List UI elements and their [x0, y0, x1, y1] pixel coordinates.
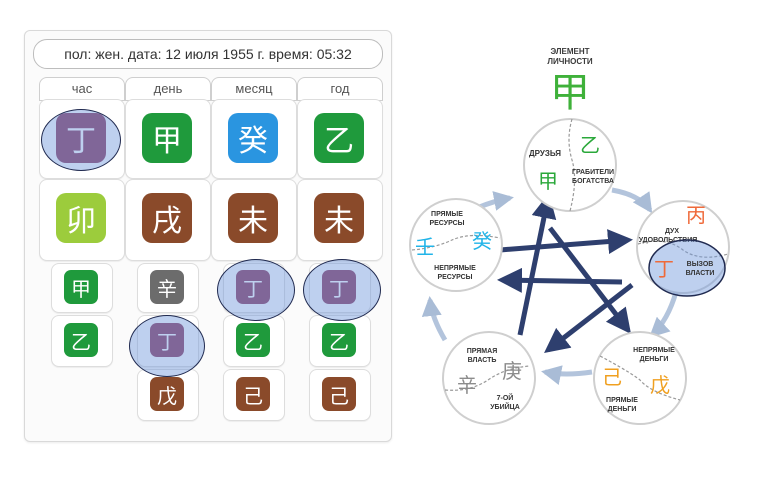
stem-cell — [125, 99, 211, 179]
hidden-stem: 乙 — [236, 323, 270, 357]
hidden-stem: 乙 — [64, 323, 98, 357]
node-label: ДУХ — [665, 228, 679, 235]
earthly-branch: 卯 — [56, 193, 106, 243]
node-char: 丙 — [686, 205, 706, 227]
node-label: БОГАТСТВА — [572, 178, 614, 185]
earthly-branch: 未 — [314, 193, 364, 243]
node-label: УБИЙЦА — [490, 402, 520, 411]
pillar-label: день — [125, 77, 211, 101]
node-label: ПРЯМЫЕ — [431, 211, 463, 218]
node-label: ДЕНЬГИ — [640, 356, 669, 363]
node-char: 乙 — [580, 135, 600, 157]
hidden-stem: 乙 — [322, 323, 356, 357]
personality-label: ЭЛЕМЕНТ — [551, 47, 590, 56]
node-label: ВЛАСТИ — [686, 270, 715, 277]
node-char: 己 — [602, 367, 622, 389]
heavenly-stem: 癸 — [228, 113, 278, 163]
earthly-branch: 未 — [228, 193, 278, 243]
pillar-label: год — [297, 77, 383, 101]
node-label: ПРЯМЫЕ — [606, 397, 638, 404]
node-char: 辛 — [457, 374, 477, 397]
hidden-stem: 己 — [236, 377, 270, 411]
element-node-metal: ПРЯМАЯ ВЛАСТЬ 辛 庚 7-ОЙ УБИЙЦА — [442, 331, 536, 425]
highlight-ring — [303, 259, 381, 321]
hidden-stem: 辛 — [150, 270, 184, 304]
hidden-stem: 甲 — [64, 270, 98, 304]
node-char: 壬 — [415, 236, 435, 259]
personality-label: ЛИЧНОСТИ — [547, 57, 592, 66]
hidden-stem: 己 — [322, 377, 356, 411]
personality-char: 甲 — [550, 71, 590, 115]
node-char: 癸 — [472, 230, 492, 253]
node-label: РЕСУРСЫ — [429, 220, 464, 227]
node-label: ГРАБИТЕЛИ — [572, 169, 614, 176]
controlling-cycle-arrows — [497, 193, 634, 354]
element-node-water: ПРЯМЫЕ РЕСУРСЫ 壬 癸 НЕПРЯМЫЕ РЕСУРСЫ — [409, 198, 503, 292]
node-label: ВЛАСТЬ — [468, 357, 497, 364]
highlight-ring — [41, 109, 121, 171]
node-label: 7-ОЙ — [497, 393, 514, 402]
four-pillars-panel: пол: жен. дата: 12 июля 1955 г. время: 0… — [24, 30, 392, 442]
node-label: ДЕНЬГИ — [608, 406, 637, 413]
element-node-fire: 丙 ДУХ УДОВОЛЬСТВИЯ 丁 ВЫЗОВ ВЛАСТИ — [636, 200, 730, 297]
earthly-branch: 戌 — [142, 193, 192, 243]
pillar-label: час — [39, 77, 125, 101]
element-node-wood: ДРУЗЬЯ 甲 乙 ГРАБИТЕЛИ БОГАТСТВА — [523, 118, 617, 212]
node-label: ПРЯМАЯ — [467, 348, 497, 355]
node-char: 丁 — [654, 259, 674, 281]
hidden-stem: 戊 — [150, 377, 184, 411]
birth-info-bar: пол: жен. дата: 12 июля 1955 г. время: 0… — [33, 39, 383, 69]
node-label: ДРУЗЬЯ — [529, 149, 561, 158]
node-label: НЕПРЯМЫЕ — [633, 347, 675, 354]
node-char: 庚 — [502, 360, 522, 383]
highlight-ring — [217, 259, 295, 321]
node-label: УДОВОЛЬСТВИЯ — [639, 237, 698, 244]
highlight-ring — [648, 239, 726, 297]
highlight-ring — [129, 315, 205, 377]
node-char: 甲 — [538, 171, 558, 193]
node-label: ВЫЗОВ — [687, 261, 714, 268]
node-char: 戊 — [650, 374, 670, 397]
node-label: НЕПРЯМЫЕ — [434, 265, 476, 272]
heavenly-stem: 乙 — [314, 113, 364, 163]
node-label: РЕСУРСЫ — [437, 274, 472, 281]
heavenly-stem: 甲 — [142, 113, 192, 163]
element-node-earth: НЕПРЯМЫЕ ДЕНЬГИ 己 戊 ПРЯМЫЕ ДЕНЬГИ — [593, 331, 687, 425]
